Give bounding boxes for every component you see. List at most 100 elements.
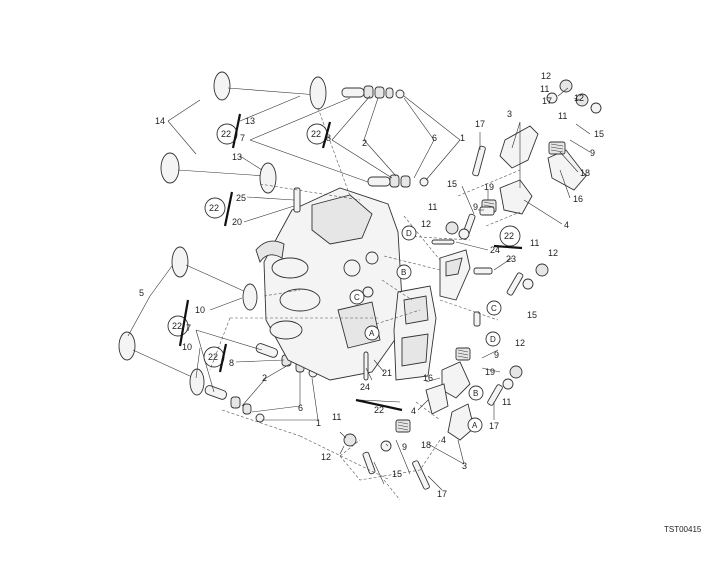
label-10-a: 10 [195,305,205,315]
label-15-c: 15 [527,310,537,320]
label-8-top: 8 [326,133,331,143]
cam-caps-lower [393,285,437,381]
label-20: 20 [232,217,242,227]
label-12-f: 12 [321,452,331,462]
cylinder-head [255,187,403,381]
label-9-c: 9 [494,350,499,360]
marker-D-upper: D [406,229,412,238]
label-22-e: 22 [208,352,218,362]
rocker-arm-lower-1 [441,361,471,399]
label-1-top: 1 [460,133,465,143]
label-16-b: 16 [423,373,433,383]
label-11-e: 11 [502,397,511,407]
label-18-b: 18 [421,440,431,450]
label-3-top: 3 [507,109,512,119]
spring-lower-1 [455,347,471,361]
label-22-f: 22 [504,231,514,241]
part-labels: 14 13 13 7 22 22 8 2 6 1 25 22 20 5 10 2… [139,71,604,499]
rocker-arm-upper-3 [499,179,533,215]
label-8-bottom: 8 [229,358,234,368]
valve-upper-1 [213,71,327,110]
marker-B-lower: B [473,389,478,398]
valve-parts-upper-row1 [341,85,405,99]
label-13-mid: 13 [232,152,242,162]
marker-C-lower: C [491,304,497,313]
label-21: 21 [382,368,392,378]
rocker-arm-lower-3 [447,403,475,441]
label-12-d: 12 [548,248,558,258]
label-12-b: 12 [574,93,584,103]
torque-symbol-7 [355,398,403,412]
label-24-b: 24 [360,382,370,392]
valve-parts-lower-row2 [204,385,265,423]
label-10-b: 10 [182,342,192,352]
label-17-c: 17 [489,421,499,431]
label-11-f: 11 [332,412,341,422]
label-6-top: 6 [432,133,437,143]
torque-symbol-5 [203,343,228,373]
label-1-bottom: 1 [316,418,321,428]
label-11-a: 11 [540,84,549,94]
cam-caps-upper [439,249,471,301]
rocker-arm-upper-1 [499,125,539,169]
label-9-d: 9 [402,442,407,452]
torque-symbols [167,113,523,412]
label-5: 5 [139,288,144,298]
label-7-bottom: 7 [186,323,191,333]
label-12-a: 12 [541,71,551,81]
label-2-bottom: 2 [262,373,267,383]
label-7-top: 7 [240,133,245,143]
label-25: 25 [236,193,246,203]
marker-circles [349,225,502,433]
label-23: 23 [506,254,516,264]
valve-parts-upper-row2 [367,174,429,188]
label-2-top: 2 [362,138,367,148]
label-19-a: 19 [484,182,494,192]
label-4-top: 4 [564,220,569,230]
label-11-c: 11 [428,202,437,212]
spring-upper [548,141,566,155]
label-17-d: 17 [437,489,447,499]
marker-B-upper: B [401,268,406,277]
plugs-and-caps [343,79,602,452]
torque-symbol-1 [216,113,242,149]
rocker-arm-lower-2 [425,383,449,415]
label-15-b: 15 [447,179,457,189]
marker-D-lower: D [490,335,496,344]
drawing-code: TST00415 [664,525,702,534]
marker-A-upper: A [369,329,375,338]
label-17-a: 17 [542,96,552,106]
label-15-d: 15 [392,469,402,479]
studs-and-bolts [293,187,493,381]
label-22-d: 22 [172,321,182,331]
label-11-d: 11 [530,238,539,248]
label-19-b: 19 [485,367,495,377]
label-15-a: 15 [594,129,604,139]
label-17-b: 17 [475,119,485,129]
label-4-c: 4 [441,435,446,445]
valve-lower-2 [118,331,205,396]
label-22-c: 22 [209,203,219,213]
label-3-bottom: 3 [462,461,467,471]
valve-upper-2 [160,152,277,194]
label-9-b: 9 [473,202,478,212]
label-22-a: 22 [221,129,231,139]
torque-symbol-2 [306,121,332,149]
label-24-a: 24 [490,245,500,255]
leader-lines [127,87,591,491]
label-13-top: 13 [245,116,255,126]
label-14: 14 [155,116,165,126]
torque-symbol-4 [167,299,190,347]
torque-symbol-3 [204,191,234,227]
spring-lower-2 [395,419,411,433]
assembly-dashed-lines [209,107,521,501]
label-22-b: 22 [311,129,321,139]
label-12-c: 12 [421,219,431,229]
marker-letters: D B C A C D B A [354,229,497,430]
marker-A-lower: A [472,421,478,430]
label-6-bottom: 6 [298,403,303,413]
label-4-bottom: 4 [411,406,416,416]
torque-symbol-6 [493,225,523,250]
valve-lower-1 [171,246,258,311]
